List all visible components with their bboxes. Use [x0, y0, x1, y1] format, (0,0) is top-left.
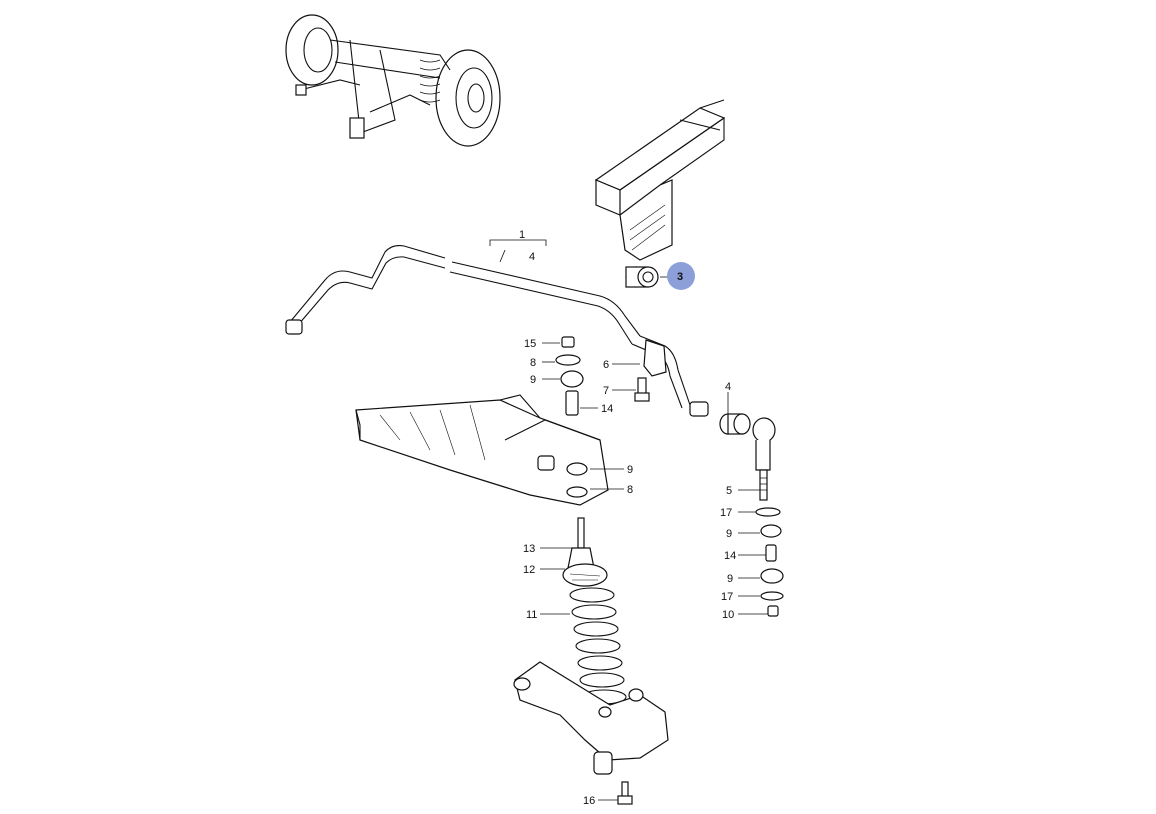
callout-5[interactable]: 5 — [726, 485, 732, 497]
chassis-member — [594, 99, 726, 261]
callout-14-link[interactable]: 14 — [724, 550, 736, 562]
callout-10[interactable]: 10 — [722, 609, 734, 621]
callout-17[interactable]: 17 — [720, 507, 732, 519]
part-3-bushing[interactable] — [625, 266, 659, 288]
callout-9-subframe[interactable]: 9 — [627, 464, 633, 476]
subframe — [355, 394, 609, 506]
callout-6[interactable]: 6 — [603, 359, 609, 371]
callout-8-subframe[interactable]: 8 — [627, 484, 633, 496]
upper-mount-stack — [555, 336, 650, 416]
callout-13[interactable]: 13 — [523, 543, 535, 555]
callout-9[interactable]: 9 — [530, 374, 536, 386]
callout-16[interactable]: 16 — [583, 795, 595, 807]
stabilizer-link-assembly — [719, 413, 784, 617]
callout-9-link-lower[interactable]: 9 — [727, 573, 733, 585]
callout-17-lower[interactable]: 17 — [721, 591, 733, 603]
callout-3[interactable]: 3 — [677, 271, 683, 283]
overview-thumbnail — [285, 14, 501, 147]
part-3-highlight[interactable] — [667, 262, 695, 290]
stabilizer-bar — [285, 245, 709, 417]
callout-9-link-upper[interactable]: 9 — [726, 528, 732, 540]
callout-7[interactable]: 7 — [603, 385, 609, 397]
callout-8[interactable]: 8 — [530, 357, 536, 369]
callout-4[interactable]: 4 — [529, 251, 535, 263]
callout-12[interactable]: 12 — [523, 564, 535, 576]
callout-15[interactable]: 15 — [524, 338, 536, 350]
callout-labels: 1 4 3 15 8 9 6 7 14 4 9 8 5 17 9 14 9 17… — [519, 229, 736, 807]
callout-11[interactable]: 11 — [526, 609, 537, 621]
callout-1[interactable]: 1 — [519, 229, 525, 241]
lower-control-arm — [513, 661, 669, 805]
callout-14[interactable]: 14 — [601, 403, 613, 415]
leader-lines — [489, 239, 768, 801]
callout-4-link[interactable]: 4 — [725, 381, 731, 393]
spring-strut — [562, 517, 627, 705]
